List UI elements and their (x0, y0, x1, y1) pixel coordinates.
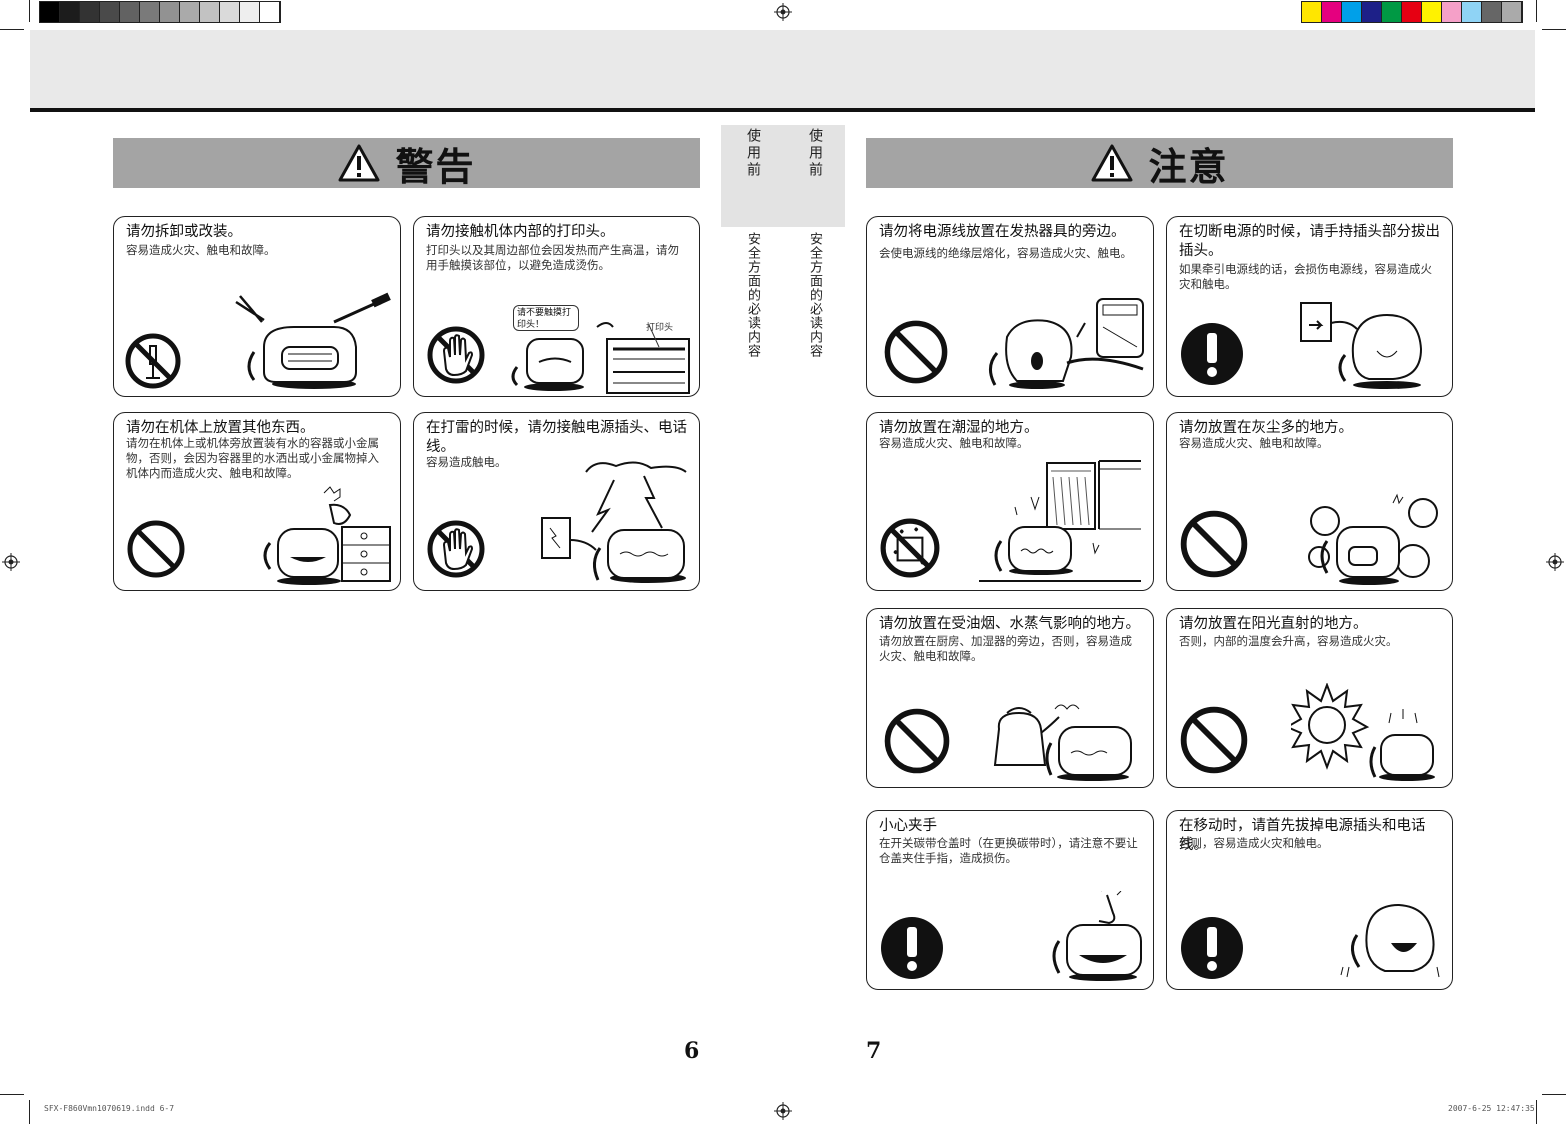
sun-and-fax-illustration (1291, 683, 1435, 781)
mandatory-exclamation-icon (881, 917, 943, 979)
card-title: 请勿放置在阳光直射的地方。 (1179, 616, 1368, 632)
no-touch-hand-icon (427, 520, 485, 578)
warning-card-printhead: 请勿接触机体内部的打印头。 打印头以及其周边部位会因发热而产生高温，请勿用手触摸… (413, 216, 700, 397)
card-description: 请勿在机体上或机体旁放置装有水的容器或小金属物，否则，会因为容器里的水洒出或小金… (126, 436, 379, 480)
warning-card-thunder: 在打雷的时候，请勿接触电源插头、电话线。 容易造成触电。 (413, 412, 700, 591)
caution-card-sunlight: 请勿放置在阳光直射的地方。 否则，内部的温度会升高，容易造成火灾。 (1166, 608, 1453, 788)
crop-mark (0, 1094, 24, 1095)
registration-mark-icon (774, 1102, 792, 1120)
thunderstorm-fax-illustration (541, 461, 687, 583)
card-description: 否则，容易造成火灾和触电。 (1179, 836, 1329, 850)
card-title: 请勿在机体上放置其他东西。 (126, 420, 315, 436)
caution-card-heater: 请勿将电源线放置在发热器具的旁边。 会使电源线的绝缘层熔化，容易造成火灾、触电。 (866, 216, 1154, 397)
crop-mark (1536, 0, 1537, 22)
prohibition-icon (1180, 510, 1248, 578)
warning-card-disassemble: 请勿拆卸或改装。 容易造成火灾、触电和故障。 (113, 216, 401, 397)
cmyk-color-bar (1301, 1, 1523, 23)
mandatory-exclamation-icon (1181, 917, 1243, 979)
caution-card-humid: 请勿放置在潮湿的地方。 容易造成火灾、触电和故障。 (866, 412, 1154, 591)
card-description: 容易造成火灾、触电和故障。 (1179, 436, 1329, 450)
fax-dust-illustration (1308, 493, 1438, 585)
fax-printhead-illustration (511, 322, 690, 394)
tab-label-left: 使用前 (745, 128, 761, 179)
fax-unplug-illustration (1300, 302, 1423, 389)
card-title: 请勿放置在受油烟、水蒸气影响的地方。 (879, 616, 1140, 632)
caution-title: 注意 (1148, 144, 1229, 189)
grayscale-color-bar (39, 1, 281, 23)
fax-with-vase-illustration (263, 486, 391, 585)
crop-mark (29, 0, 30, 22)
crop-mark (1542, 1094, 1566, 1095)
card-title: 在切断电源的时候，请手持插头部分拔出插头。 (1179, 224, 1440, 259)
page-number-right: 7 (866, 1038, 882, 1064)
header-rule (30, 108, 1535, 112)
tab-sublabel-left: 安全方面的必读内容 (745, 232, 760, 358)
card-description: 容易造成火灾、触电和故障。 (879, 436, 1029, 450)
warning-triangle-icon (338, 144, 380, 182)
card-title: 在打雷的时候，请勿接触电源插头、电话线。 (426, 420, 687, 455)
card-title: 请勿将电源线放置在发热器具的旁边。 (879, 224, 1126, 240)
card-title: 请勿放置在潮湿的地方。 (879, 420, 1039, 436)
caution-card-dust: 请勿放置在灰尘多的地方。 容易造成火灾、触电和故障。 (1166, 412, 1453, 591)
mandatory-exclamation-icon (1181, 323, 1243, 385)
card-description: 会使电源线的绝缘层熔化，容易造成火灾、触电。 (879, 246, 1132, 260)
card-title: 请勿放置在灰尘多的地方。 (1179, 420, 1353, 436)
caution-card-moving: 在移动时，请首先拔掉电源插头和电话线。 否则，容易造成火灾和触电。 (1166, 810, 1453, 990)
header-band (30, 30, 1535, 110)
no-touch-hand-icon (427, 326, 485, 384)
no-disassemble-icon (125, 333, 181, 389)
warning-card-objects: 请勿在机体上放置其他东西。 请勿在机体上或机体旁放置装有水的容器或小金属物，否则… (113, 412, 401, 591)
caution-card-pinch: 小心夹手 在开关碳带仓盖时（在更换碳带时），请注意不要让仓盖夹住手指，造成损伤。 (866, 810, 1154, 990)
section-tab (721, 125, 845, 227)
crop-mark (1536, 1100, 1537, 1124)
crop-mark (29, 1100, 30, 1124)
prohibition-icon (1180, 706, 1248, 774)
slug-date: 2007-6-25 12:47:35 (1448, 1104, 1535, 1113)
registration-mark-icon (2, 553, 20, 571)
tab-sublabel-right: 安全方面的必读内容 (807, 232, 822, 358)
slug-filename: SFX-F860Vmn1070619.indd 6-7 (44, 1104, 175, 1113)
prohibition-icon (884, 708, 950, 774)
fax-pinch-illustration (1052, 891, 1142, 981)
warning-triangle-icon (1091, 144, 1133, 182)
no-wet-icon (880, 518, 940, 578)
prohibition-icon (127, 520, 185, 578)
fax-moving-illustration (1340, 903, 1440, 978)
page-number-left: 6 (684, 1038, 700, 1064)
card-description: 如果牵引电源线的话，会损伤电源线，容易造成火灾和触电。 (1179, 262, 1432, 291)
card-description: 在开关碳带仓盖时（在更换碳带时），请注意不要让仓盖夹住手指，造成损伤。 (879, 836, 1138, 865)
caution-card-unplug: 在切断电源的时候，请手持插头部分拔出插头。 如果牵引电源线的话，会损伤电源线，容… (1166, 216, 1453, 397)
prohibition-icon (884, 320, 948, 384)
registration-mark-icon (1546, 553, 1564, 571)
printhead-label: 打印头 (646, 323, 674, 333)
card-title: 在移动时，请首先拔掉电源插头和电话线。 (1179, 818, 1426, 853)
card-title: 小心夹手 (879, 818, 937, 834)
card-title: 请勿接触机体内部的打印头。 (426, 224, 615, 240)
caution-banner: 注意 (866, 138, 1453, 189)
caution-card-steam: 请勿放置在受油烟、水蒸气影响的地方。 请勿放置在厨房、加湿器的旁边，否则，容易造… (866, 608, 1154, 788)
card-description: 请勿放置在厨房、加湿器的旁边，否则，容易造成火灾、触电和故障。 (879, 634, 1132, 663)
crop-mark (1542, 29, 1566, 30)
registration-mark-icon (774, 3, 792, 21)
warning-banner: 警告 (113, 138, 700, 189)
speech-bubble: 请不要触摸打印头！ (513, 305, 579, 331)
fax-machine-illustration (235, 292, 391, 389)
card-description: 否则，内部的温度会升高，容易造成火灾。 (1179, 634, 1398, 648)
fax-steam-illustration (993, 704, 1132, 781)
card-title: 请勿拆卸或改装。 (126, 224, 242, 240)
fax-heater-illustration (989, 298, 1144, 389)
card-description: 容易造成触电。 (426, 455, 507, 469)
warning-title: 警告 (395, 144, 476, 189)
card-description: 容易造成火灾、触电和故障。 (126, 243, 276, 257)
crop-mark (0, 29, 24, 30)
card-description: 打印头以及其周边部位会因发热而产生高温，请勿用手触摸该部位，以避免造成烫伤。 (426, 243, 679, 272)
tab-label-right: 使用前 (807, 128, 823, 179)
fax-humid-illustration (979, 460, 1141, 582)
